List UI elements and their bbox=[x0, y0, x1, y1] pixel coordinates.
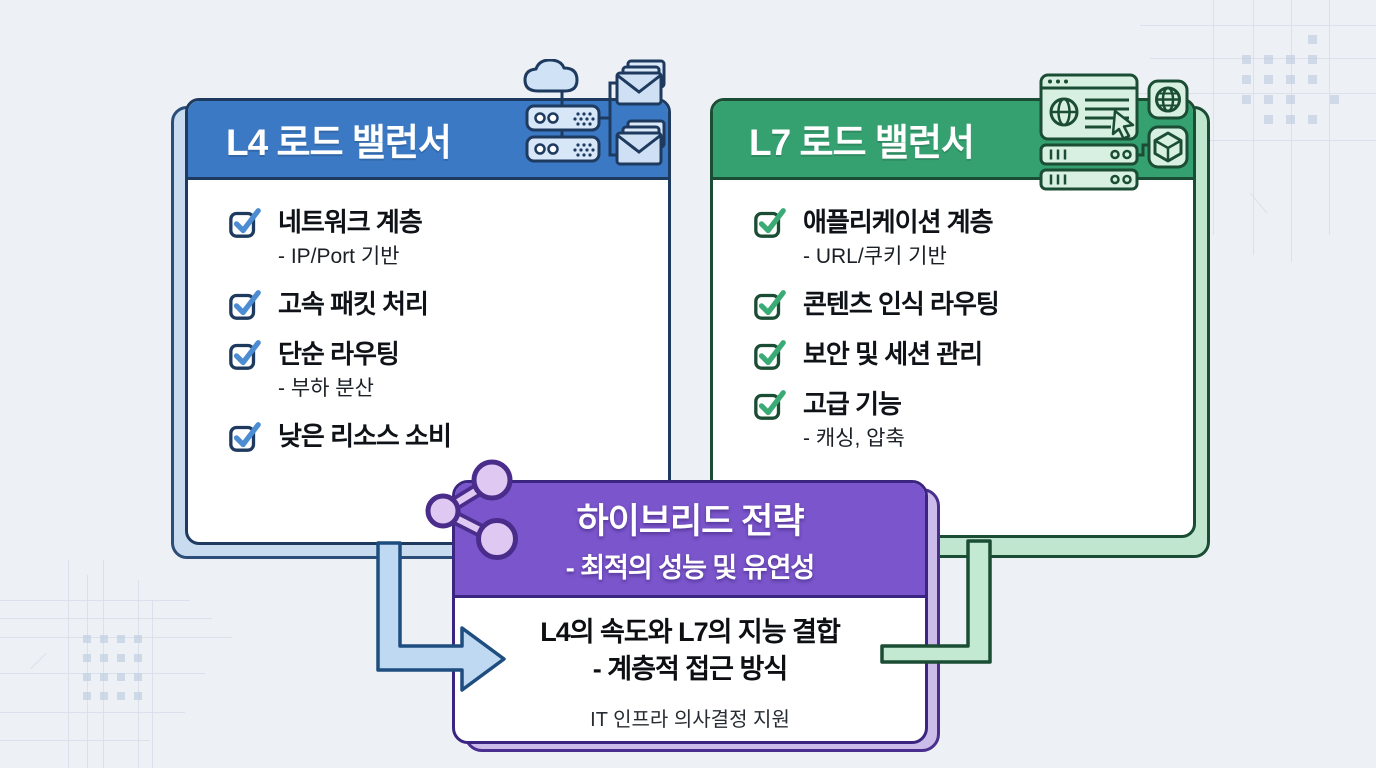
cursor-icon bbox=[1111, 109, 1135, 140]
feature-sub: - IP/Port 기반 bbox=[278, 245, 400, 268]
cube-icon bbox=[1147, 125, 1189, 169]
bg-line bbox=[1253, 0, 1254, 255]
hybrid-body-line: L4의 속도와 L7의 지능 결합 bbox=[540, 617, 841, 647]
bg-line bbox=[1291, 0, 1292, 262]
mail-stack-icon bbox=[615, 119, 666, 166]
browser-window-icon bbox=[1039, 73, 1139, 141]
feature-sub: - 캐싱, 압축 bbox=[803, 427, 905, 450]
l7-card-title: L7 로드 밸런서 bbox=[749, 122, 975, 163]
hybrid-footnote: IT 인프라 의사결정 지원 bbox=[590, 709, 790, 731]
bg-line bbox=[152, 600, 153, 768]
globe-icon bbox=[1147, 79, 1189, 120]
hybrid-subtitle: - 최적의 성능 및 유연성 bbox=[565, 553, 816, 583]
hybrid-title: 하이브리드 전략 bbox=[576, 502, 804, 541]
bg-line bbox=[0, 673, 205, 674]
l4-feature-item: 낮은 리소스 소비 bbox=[228, 419, 668, 453]
l4-feature-item: 고속 패킷 처리 bbox=[228, 287, 668, 321]
feature-label: 네트워크 계층 bbox=[278, 207, 423, 237]
mail-stack-icon bbox=[615, 59, 666, 106]
bg-square-grid bbox=[83, 635, 91, 643]
bg-line bbox=[30, 652, 47, 670]
l7-card: L7 로드 밸런서 bbox=[710, 73, 1196, 538]
share-network-icon bbox=[425, 459, 518, 560]
bg-line bbox=[1213, 0, 1214, 235]
bg-line bbox=[1140, 25, 1376, 26]
feature-label: 고급 기능 bbox=[803, 389, 902, 419]
l4-feature-item: 네트워크 계층 - IP/Port 기반 bbox=[228, 205, 668, 271]
l4-card-title: L4 로드 밸런서 bbox=[226, 122, 452, 163]
checkbox-icon bbox=[754, 290, 786, 320]
bg-line bbox=[1120, 93, 1376, 94]
bg-line bbox=[0, 618, 212, 619]
checkbox-icon bbox=[229, 422, 261, 452]
bg-line bbox=[0, 637, 232, 638]
l7-feature-item: 고급 기능 - 캐싱, 압축 bbox=[753, 387, 1193, 453]
feature-label: 고속 패킷 처리 bbox=[278, 289, 429, 319]
hybrid-body-line: - 계층적 접근 방식 bbox=[592, 654, 788, 684]
l7-header-icons bbox=[1039, 73, 1189, 191]
bg-line bbox=[1329, 0, 1330, 235]
checkbox-icon bbox=[229, 208, 261, 238]
checkbox-icon bbox=[754, 340, 786, 370]
l4-card-header: L4 로드 밸런서 bbox=[188, 59, 668, 180]
hybrid-card-body: L4의 속도와 L7의 지능 결합 - 계층적 접근 방식 IT 인프라 의사결… bbox=[455, 598, 925, 732]
checkbox-icon bbox=[229, 290, 261, 320]
bg-line bbox=[0, 712, 185, 713]
feature-label: 애플리케이션 계층 bbox=[803, 207, 994, 237]
cloud-icon bbox=[523, 59, 579, 93]
feature-sub: - URL/쿠키 기반 bbox=[803, 245, 947, 268]
feature-label: 콘텐츠 인식 라우팅 bbox=[803, 289, 1000, 319]
feature-sub: - 부하 분산 bbox=[278, 377, 374, 400]
hybrid-card: 하이브리드 전략 - 최적의 성능 및 유연성 L4의 속도와 L7의 지능 결… bbox=[425, 459, 928, 744]
server-stack-icon bbox=[525, 104, 601, 163]
bg-line bbox=[1150, 58, 1376, 59]
l7-feature-item: 보안 및 세션 관리 bbox=[753, 337, 1193, 371]
checkbox-icon bbox=[754, 390, 786, 420]
hybrid-card-header: 하이브리드 전략 - 최적의 성능 및 유연성 bbox=[455, 483, 925, 598]
l7-feature-item: 애플리케이션 계층 - URL/쿠키 기반 bbox=[753, 205, 1193, 271]
checkbox-icon bbox=[229, 340, 261, 370]
l7-feature-item: 콘텐츠 인식 라우팅 bbox=[753, 287, 1193, 321]
bg-line bbox=[1249, 192, 1268, 214]
bg-line bbox=[0, 600, 190, 601]
feature-label: 단순 라우팅 bbox=[278, 339, 400, 369]
bg-line bbox=[87, 575, 88, 768]
checkbox-icon bbox=[754, 208, 786, 238]
bg-line bbox=[138, 580, 139, 768]
l4-card: L4 로드 밸런서 bbox=[185, 59, 671, 545]
feature-label: 낮은 리소스 소비 bbox=[278, 421, 452, 451]
l4-feature-list: 네트워크 계층 - IP/Port 기반 고속 패킷 처리 bbox=[188, 180, 668, 453]
l7-feature-list: 애플리케이션 계층 - URL/쿠키 기반 콘텐츠 인식 라우팅 bbox=[713, 180, 1193, 453]
l4-feature-item: 단순 라우팅 - 부하 분산 bbox=[228, 337, 668, 403]
bg-line bbox=[0, 740, 150, 741]
bg-line bbox=[103, 560, 104, 768]
feature-label: 보안 및 세션 관리 bbox=[803, 339, 983, 369]
bg-line bbox=[68, 560, 69, 768]
l7-card-header: L7 로드 밸런서 bbox=[713, 73, 1193, 191]
l4-header-icons bbox=[523, 59, 666, 166]
bg-square-grid bbox=[1242, 55, 1251, 64]
